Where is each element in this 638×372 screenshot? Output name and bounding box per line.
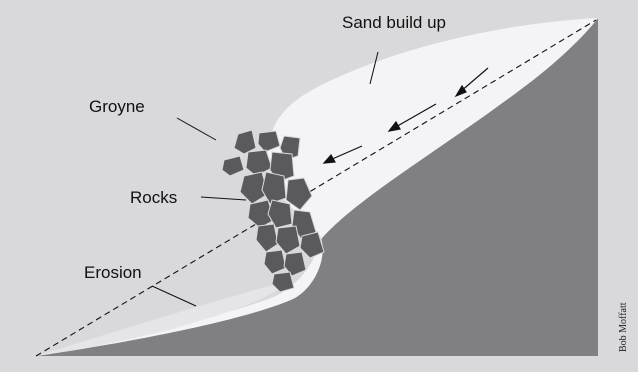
groyne-label: Groyne xyxy=(89,97,145,116)
erosion-label: Erosion xyxy=(84,263,142,282)
sand-build-up-label: Sand build up xyxy=(342,13,446,32)
rocks-label: Rocks xyxy=(130,188,177,207)
photo-credit: Bob Moffatt xyxy=(618,302,629,352)
